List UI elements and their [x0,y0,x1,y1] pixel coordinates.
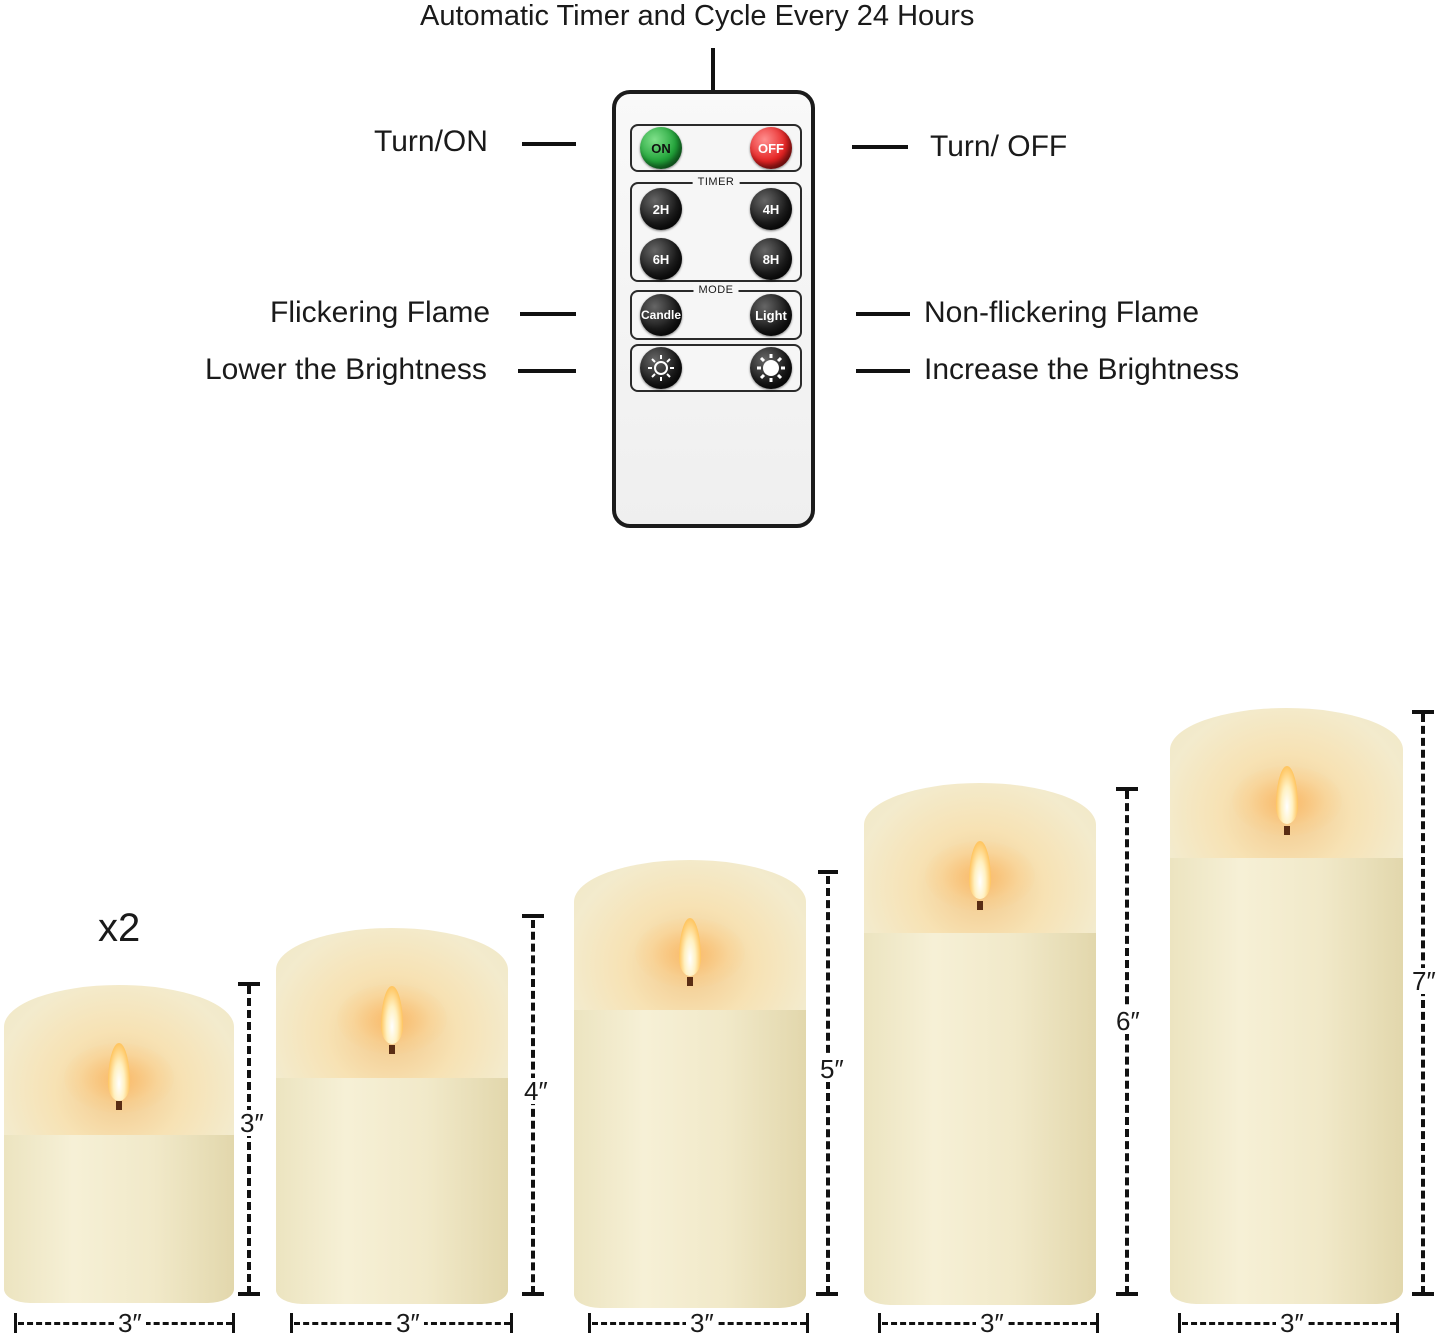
off-button[interactable]: OFF [750,127,792,169]
turn-on-label: Turn/ON [374,125,488,158]
width-label-1: 3″ [114,1310,146,1336]
candle-5in [574,860,806,1308]
width-label-3: 3″ [686,1310,718,1336]
mode-group: MODE Candle Light [630,284,802,340]
width-label-5: 3″ [1276,1310,1308,1336]
width-label-2: 3″ [392,1310,424,1336]
increase-brightness-button[interactable] [750,347,792,389]
flame-icon [108,1043,130,1101]
height-line-5in [826,876,830,1294]
flickering-pointer [520,312,576,316]
height-label-7in: 7″ [1408,968,1440,994]
sun-outline-icon [648,355,674,381]
turn-off-label: Turn/ OFF [930,130,1068,163]
increase-brightness-label: Increase the Brightness [924,353,1240,386]
brightness-group [630,344,802,392]
non-flickering-label: Non-flickering Flame [924,296,1200,329]
candle-7in [1170,708,1403,1304]
height-line-7in [1421,714,1425,1294]
flickering-label: Flickering Flame [270,296,491,329]
width-label-4: 3″ [976,1310,1008,1336]
mode-title: MODE [693,284,739,296]
turn-on-pointer [522,142,576,146]
height-line-3in [247,986,251,1294]
height-label-3in: 3″ [236,1110,268,1136]
turn-off-pointer [852,145,908,149]
flame-icon [679,918,701,976]
candle-mode-button[interactable]: Candle [640,294,682,336]
height-label-4in: 4″ [520,1078,552,1104]
height-line-6in [1125,791,1129,1294]
lower-brightness-label: Lower the Brightness [205,353,487,386]
sun-filled-icon [757,354,785,382]
on-button[interactable]: ON [640,127,682,169]
candle-4in [276,928,508,1304]
candle-3in [4,985,234,1303]
candle-6in [864,783,1096,1305]
timer-title: TIMER [692,176,740,188]
height-label-6in: 6″ [1112,1008,1144,1034]
light-mode-button[interactable]: Light [750,294,792,336]
remote-control: ON OFF TIMER 2H 4H 6H 8H MODE Candle Lig… [612,90,815,528]
height-line-4in [531,920,535,1294]
non-flickering-pointer [856,312,910,316]
power-group: ON OFF [630,124,802,172]
lower-brightness-button[interactable] [640,347,682,389]
lower-brightness-pointer [518,369,576,373]
timer-6h-button[interactable]: 6H [640,238,682,280]
quantity-label: x2 [98,906,141,950]
flame-icon [381,986,403,1044]
timer-heading: Automatic Timer and Cycle Every 24 Hours [420,0,975,32]
timer-4h-button[interactable]: 4H [750,188,792,230]
flame-icon [1275,766,1298,824]
timer-2h-button[interactable]: 2H [640,188,682,230]
timer-8h-button[interactable]: 8H [750,238,792,280]
increase-brightness-pointer [856,369,910,373]
flame-icon [969,841,991,899]
timer-group: TIMER 2H 4H 6H 8H [630,176,802,282]
height-label-5in: 5″ [816,1056,848,1082]
